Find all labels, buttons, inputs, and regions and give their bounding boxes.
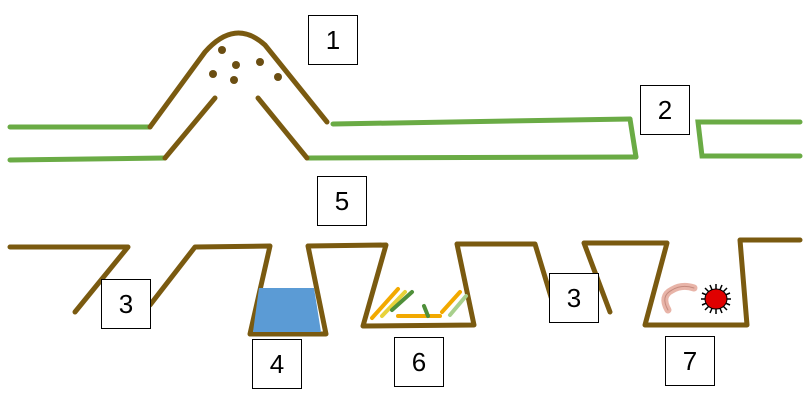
lower-wall-right bbox=[581, 237, 803, 328]
lower-wall-left-segment bbox=[7, 244, 131, 315]
label-text-6: 6 bbox=[411, 346, 427, 377]
worm-outline bbox=[664, 285, 695, 311]
membrane-bottom-middle bbox=[304, 154, 639, 161]
dome-inner-right-wall bbox=[255, 95, 310, 161]
label-box-2: 2 bbox=[640, 85, 690, 135]
stick bbox=[380, 290, 407, 318]
stick bbox=[390, 290, 414, 312]
membrane-right-segment bbox=[695, 119, 803, 159]
red-creature bbox=[701, 284, 731, 314]
label-box-5: 5 bbox=[317, 176, 367, 226]
particle bbox=[209, 70, 217, 78]
stick bbox=[448, 294, 468, 317]
particle bbox=[274, 73, 282, 81]
lower-wall-main bbox=[147, 241, 558, 337]
dome-inner-left-wall bbox=[162, 95, 218, 161]
worm bbox=[661, 282, 698, 314]
label-box-1: 1 bbox=[308, 15, 358, 65]
debris-sticks bbox=[370, 287, 468, 320]
stick bbox=[440, 290, 462, 314]
label-text-4: 4 bbox=[269, 348, 285, 379]
dome-particles bbox=[209, 46, 282, 84]
label-box-4: 4 bbox=[252, 339, 302, 389]
upper-passage bbox=[7, 116, 803, 163]
membrane-gap-wall-left bbox=[627, 116, 639, 160]
membrane-bottom-left bbox=[7, 155, 168, 163]
dome-outer-wall bbox=[147, 30, 330, 130]
stick bbox=[422, 304, 430, 318]
label-text-3-left: 3 bbox=[118, 288, 134, 319]
label-text-7: 7 bbox=[682, 345, 698, 376]
label-text-1: 1 bbox=[325, 24, 341, 55]
label-text-3-right: 3 bbox=[566, 282, 582, 313]
dome-structure bbox=[147, 30, 330, 161]
label-box-3-right: 3 bbox=[549, 273, 599, 323]
particle bbox=[256, 58, 264, 66]
label-box-6: 6 bbox=[394, 337, 444, 387]
particle bbox=[230, 76, 238, 84]
label-box-7: 7 bbox=[665, 336, 715, 386]
label-text-2: 2 bbox=[657, 94, 673, 125]
label-text-5: 5 bbox=[334, 185, 350, 216]
water-pool bbox=[253, 288, 321, 332]
particle bbox=[218, 46, 226, 54]
stick bbox=[370, 287, 400, 320]
membrane-top-middle bbox=[330, 116, 633, 127]
label-box-3-left: 3 bbox=[101, 279, 151, 329]
particle bbox=[232, 61, 240, 69]
